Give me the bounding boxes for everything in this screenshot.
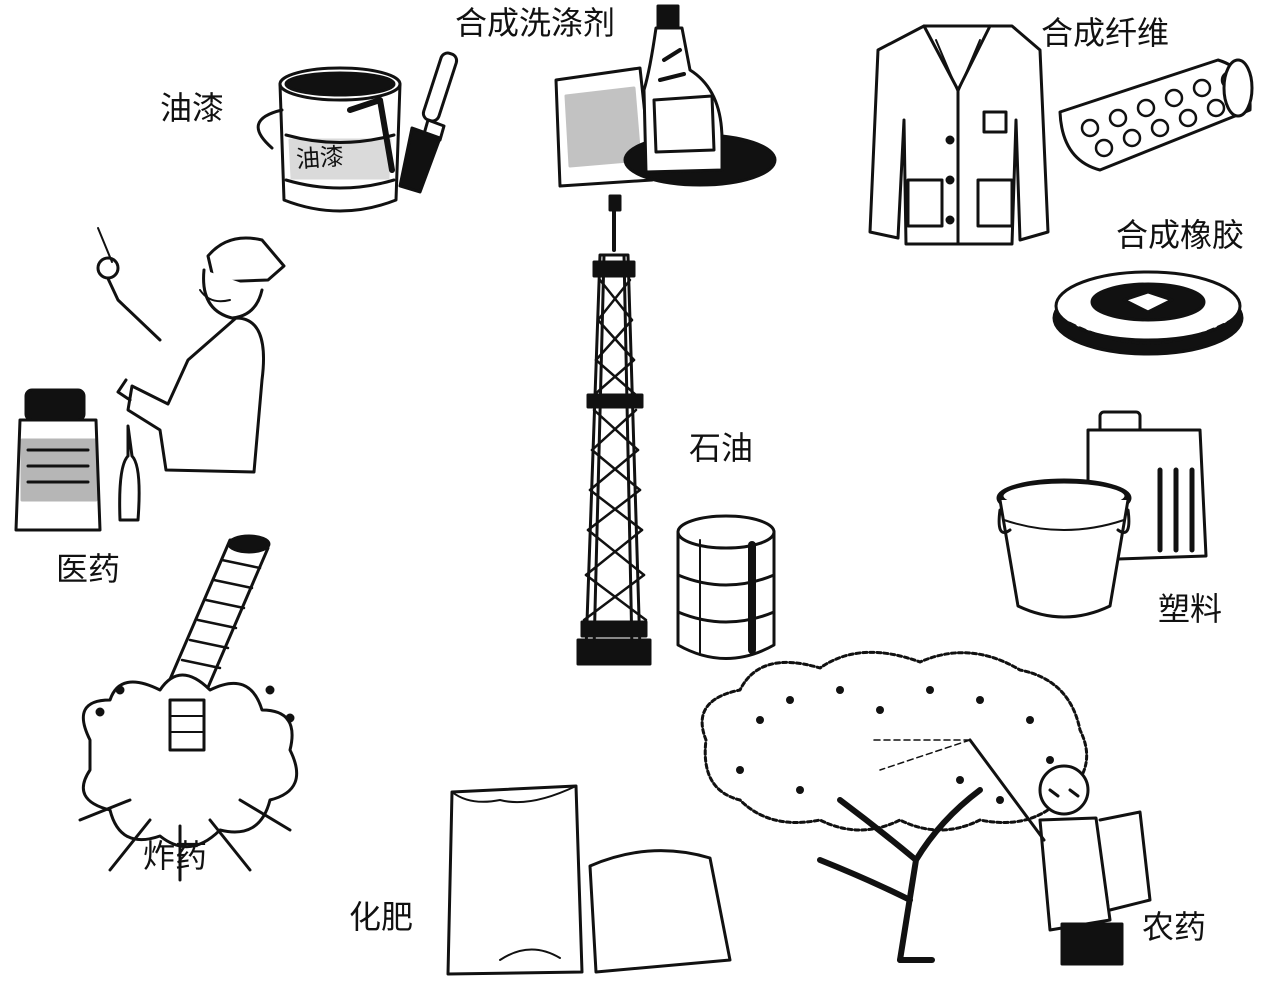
paint-can-text: 油漆 — [295, 142, 345, 174]
product-label-rubber: 合成橡胶 — [1116, 216, 1245, 254]
tire-icon — [1052, 270, 1244, 356]
product-label-plastic: 塑料 — [1158, 590, 1223, 628]
product-label-paint: 油漆 — [160, 89, 225, 127]
product-label-medicine: 医药 — [56, 550, 121, 588]
explosion-icon — [78, 673, 299, 882]
product-label-detergent: 合成洗涤剂 — [455, 4, 616, 42]
detergent-bottle-icon — [642, 4, 724, 174]
oil-derrick-icon — [576, 194, 652, 666]
paint-can-icon — [256, 66, 402, 213]
product-label-pesticide: 农药 — [1142, 908, 1207, 946]
fertilizer-sacks-icon — [446, 784, 732, 976]
plastic-bucket-icon — [996, 478, 1132, 619]
spraying-worker-icon — [869, 738, 1152, 966]
tree-icon — [700, 650, 1089, 963]
paint-brush-icon — [398, 51, 459, 194]
nurse-icon — [96, 227, 286, 474]
product-label-fiber: 合成纤维 — [1041, 14, 1170, 52]
fabric-roll-icon — [1058, 58, 1254, 172]
jacket-icon — [868, 24, 1050, 246]
medicine-bottle-icon — [14, 388, 141, 532]
product-label-explosive: 炸药 — [143, 837, 208, 875]
product-label-fertilizer: 化肥 — [349, 898, 414, 936]
dynamite-icon — [166, 534, 271, 694]
oil-barrel-icon — [676, 514, 776, 660]
center-label-petroleum: 石油 — [689, 429, 754, 467]
